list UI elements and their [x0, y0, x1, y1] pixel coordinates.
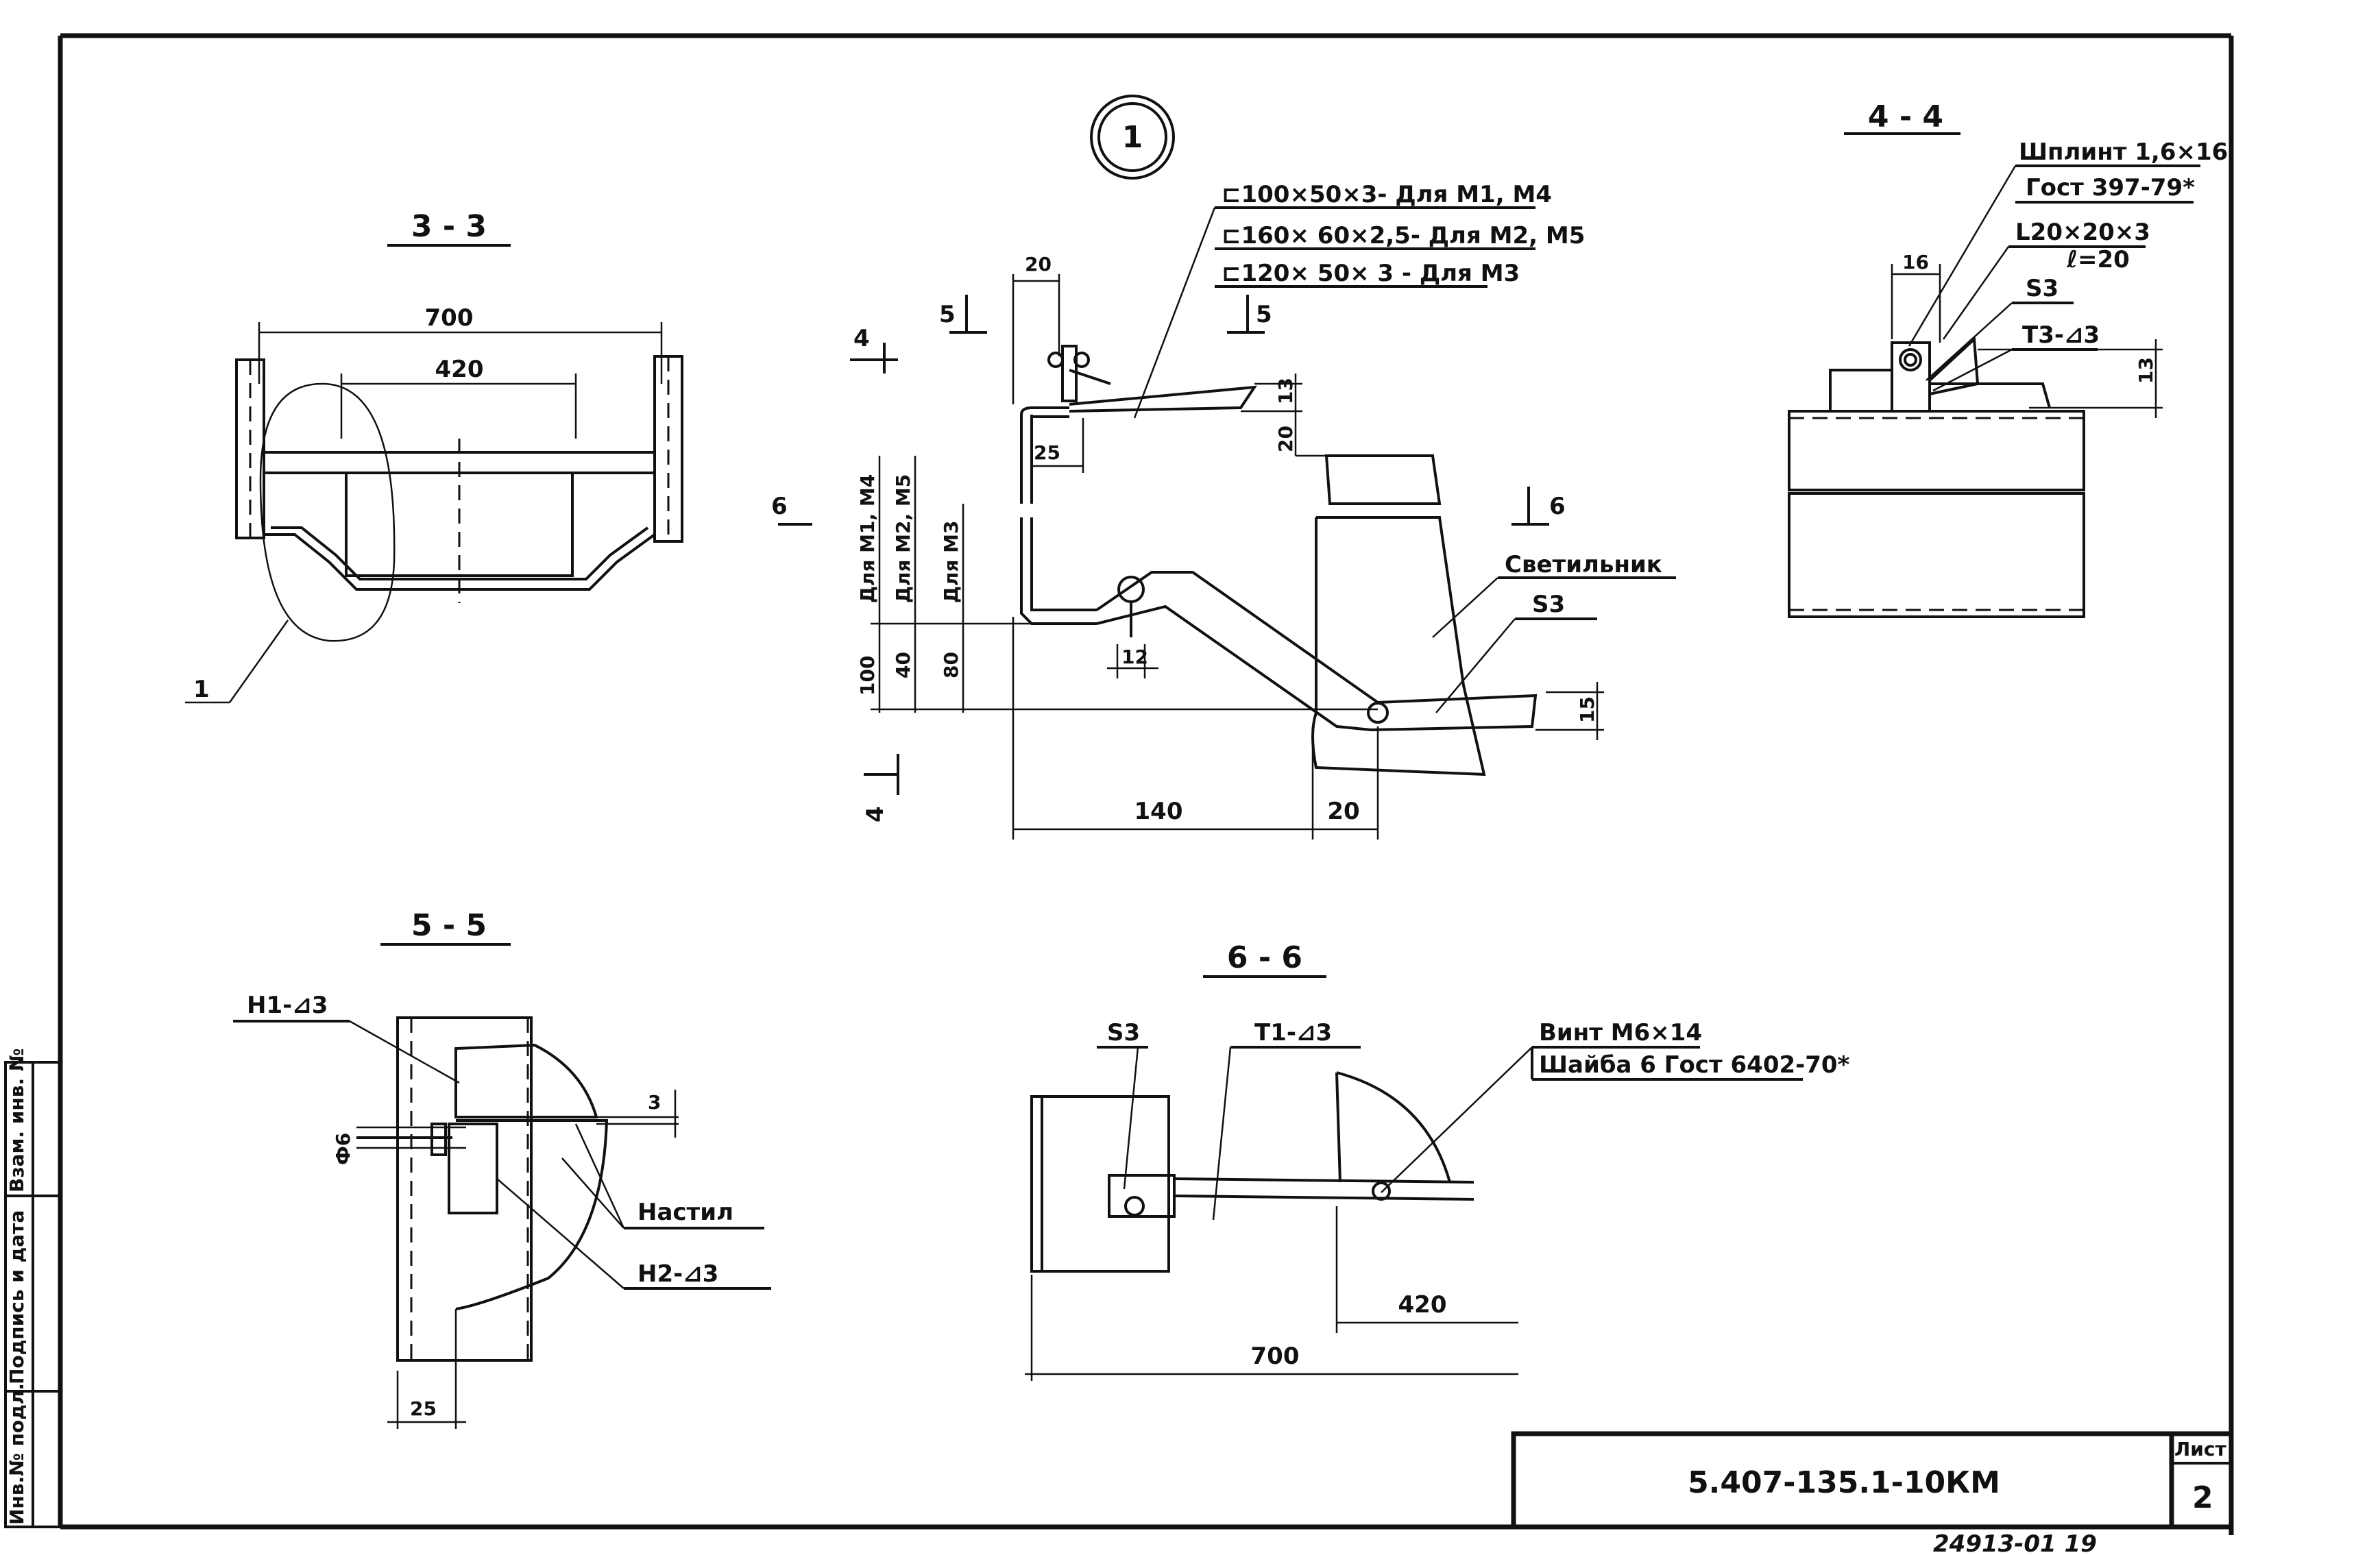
callout-channel-m1: ⊏100×50×3- Для М1, М4: [1222, 181, 1552, 208]
detail-1: 1 ⊏100×50×3- Для М1, М4 ⊏160× 60×2,5- Дл…: [771, 95, 1676, 840]
callout-angle-len: ℓ=20: [2066, 246, 2130, 273]
label-s3-detail: S3: [1532, 591, 1565, 618]
section-6-6-title: 6 - 6: [1227, 940, 1302, 975]
side-stamp: Взам. инв. № Подпись и дата Инв.№ подл.: [4, 1048, 62, 1528]
sheet-number: 2: [2192, 1480, 2213, 1515]
label-deck: Настил: [638, 1199, 733, 1226]
section-3-3: 3 - 3 700 420 1: [185, 209, 683, 704]
dim-20-bottom: 20: [1327, 798, 1359, 825]
section-6-6: 6 - 6 S3 T1-⊿3 Винт М6×14 Шайба 6 Гост 6…: [1025, 940, 1850, 1381]
label-h2: Н2-⊿3: [638, 1260, 718, 1288]
dim-12: 12: [1121, 646, 1148, 668]
section-5-5: 5 - 5 Н1-⊿3 Ф6 3 Настил Н2-⊿3 25: [233, 908, 771, 1429]
dim-16: 16: [1902, 251, 1929, 273]
dim-700-top: 700: [425, 304, 474, 332]
dim-25-detail: 25: [1034, 441, 1060, 464]
stamp-sign: Подпись и дата: [5, 1210, 28, 1384]
dim-20-vertical: 20: [1274, 426, 1297, 452]
label-s3-44: S3: [2026, 275, 2059, 302]
dim-25-55: 25: [410, 1397, 437, 1420]
callout-channel-m2: ⊏160× 60×2,5- Для М2, М5: [1222, 222, 1585, 249]
title-block: 5.407-135.1-10КМ Лист 2: [1511, 1431, 2234, 1530]
dim-80: 80: [940, 652, 962, 678]
dim-100: 100: [856, 656, 879, 696]
label-washer: Шайба 6 Гост 6402-70*: [1539, 1051, 1850, 1079]
label-t3: T3-⊿3: [2022, 321, 2100, 349]
label-for-m1: Для М1, М4: [856, 474, 879, 603]
cut-4-bottom: 4: [862, 806, 889, 822]
stamp-replace: Взам. инв. №: [5, 1048, 28, 1192]
dim-13-44: 13: [2135, 357, 2157, 384]
callout-channel-m3: ⊏120× 50× 3 - Для М3: [1222, 260, 1520, 287]
dim-40: 40: [892, 652, 914, 678]
label-t1: T1-⊿3: [1254, 1019, 1332, 1046]
label-for-m2: Для М2, М5: [892, 474, 914, 603]
footer-number: 24913-01 19: [1933, 1530, 2097, 1555]
label-screw: Винт М6×14: [1539, 1019, 1702, 1046]
label-for-m3: Для М3: [940, 520, 962, 603]
callout-cotter: Шплинт 1,6×16: [2019, 138, 2228, 166]
dim-13-detail: 13: [1274, 378, 1297, 404]
dim-15: 15: [1576, 696, 1599, 723]
dim-420-66: 420: [1398, 1291, 1447, 1319]
section-4-4-title: 4 - 4: [1868, 99, 1943, 134]
cut-6-left: 6: [771, 493, 788, 520]
dim-420-top: 420: [435, 356, 484, 383]
dim-20-top: 20: [1025, 253, 1052, 276]
section-5-5-title: 5 - 5: [411, 908, 487, 943]
dim-700-66: 700: [1251, 1343, 1300, 1370]
dim-140: 140: [1134, 798, 1183, 825]
drawing-code: 5.407-135.1-10КМ: [1688, 1465, 2000, 1500]
cut-5-left: 5: [939, 301, 956, 328]
section-4-4: 4 - 4 Шплинт 1,6×16 Гост 397-79* L20×20×…: [1788, 99, 2228, 618]
callout-cotter-gost: Гост 397-79*: [2026, 174, 2195, 201]
callout-angle: L20×20×3: [2015, 219, 2150, 246]
label-h1: Н1-⊿3: [247, 992, 328, 1019]
cut-4-top: 4: [853, 325, 870, 352]
label-lamp: Светильник: [1505, 551, 1662, 578]
leader-1: 1: [193, 676, 210, 703]
stamp-inv: Инв.№ подл.: [5, 1383, 28, 1525]
section-3-3-title: 3 - 3: [411, 209, 487, 244]
detail-mark: 1: [1122, 120, 1143, 155]
cut-5-right: 5: [1256, 301, 1272, 328]
dim-phi6: Ф6: [332, 1133, 354, 1165]
cut-6-right: 6: [1549, 493, 1566, 520]
label-s3-66: S3: [1107, 1019, 1140, 1046]
dim-3: 3: [648, 1091, 661, 1114]
sheet-label: Лист: [2174, 1438, 2226, 1460]
